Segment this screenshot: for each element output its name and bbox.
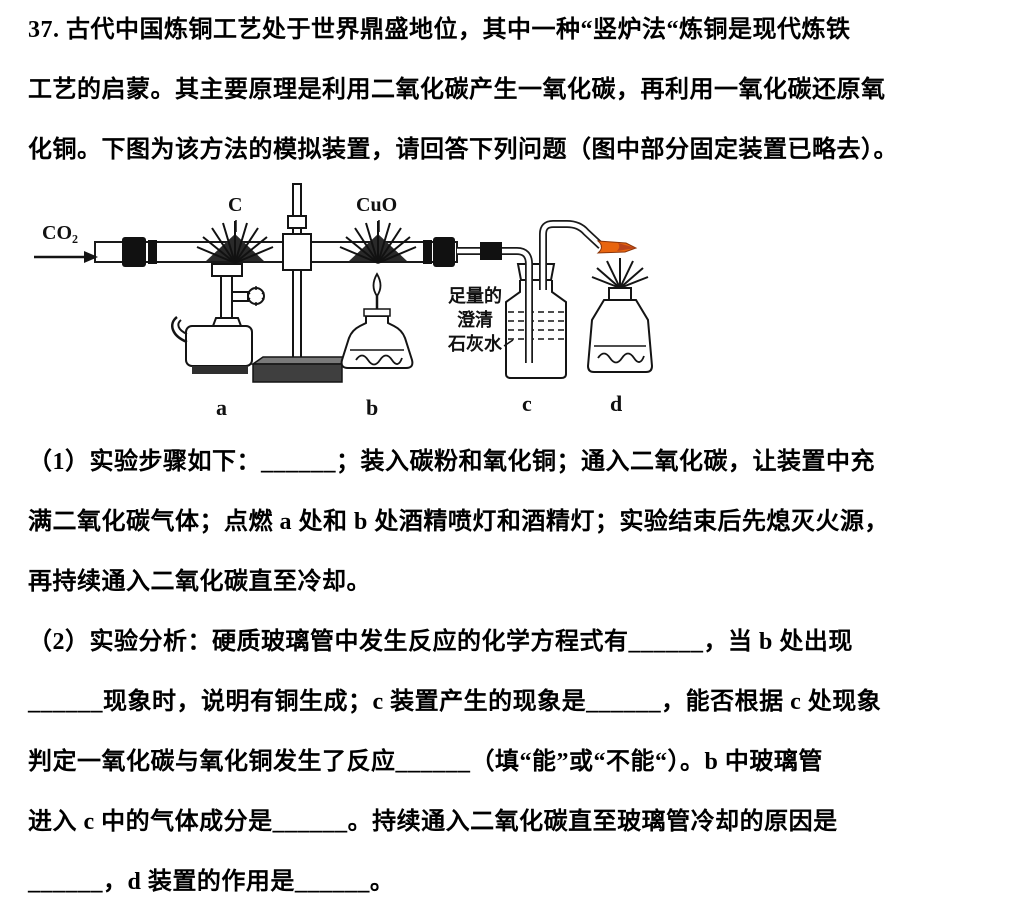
- limewater-note: 足量的 澄清 石灰水: [448, 286, 502, 354]
- lamp-d-flame-rays: [591, 258, 649, 289]
- apparatus-drawing: [34, 183, 654, 383]
- question-part1: （1）实验步骤如下：______；装入碳粉和氧化铜；通入二氧化碳，让装置中充 满…: [28, 449, 889, 595]
- gas-flow-arrow-icon: [34, 251, 98, 263]
- question-intro: 37. 古代中国炼铜工艺处于世界鼎盛地位，其中一种“竖炉法“炼铜是现代炼铁 工艺…: [28, 17, 898, 163]
- exhaust-flame-icon: [596, 240, 638, 254]
- apparatus-diagram: CO₂ C CuO 足量的 澄清 石灰水 a b c d: [0, 180, 1028, 432]
- question-part2: （2）实验分析：硬质玻璃管中发生反应的化学方程式有______，当 b 处出现 …: [28, 629, 882, 895]
- connecting-tube-outlet: [539, 220, 604, 290]
- connecting-tube-inlet: [457, 247, 533, 363]
- iron-stand: [250, 183, 355, 383]
- rubber-stopper-left: [122, 237, 157, 267]
- clamp-holder: [282, 233, 312, 271]
- apparatus-label-b: b: [366, 395, 379, 420]
- apparatus-label-c: c: [522, 391, 532, 416]
- apparatus-label-a: a: [216, 395, 227, 420]
- co2-inlet-label: CO₂: [42, 222, 78, 244]
- tube-connector-block: [480, 242, 502, 260]
- carbon-label: C: [228, 194, 243, 216]
- apparatus-label-d: d: [610, 391, 623, 416]
- limewater-leader: [503, 339, 514, 347]
- rubber-stopper-right: [423, 237, 455, 267]
- alcohol-lamp-b: [340, 272, 414, 369]
- alcohol-lamp-d: [586, 258, 654, 373]
- gas-washing-bottle-c: [503, 263, 567, 379]
- copper-oxide-label: CuO: [356, 194, 398, 216]
- alcohol-blast-lamp-a: [171, 263, 265, 374]
